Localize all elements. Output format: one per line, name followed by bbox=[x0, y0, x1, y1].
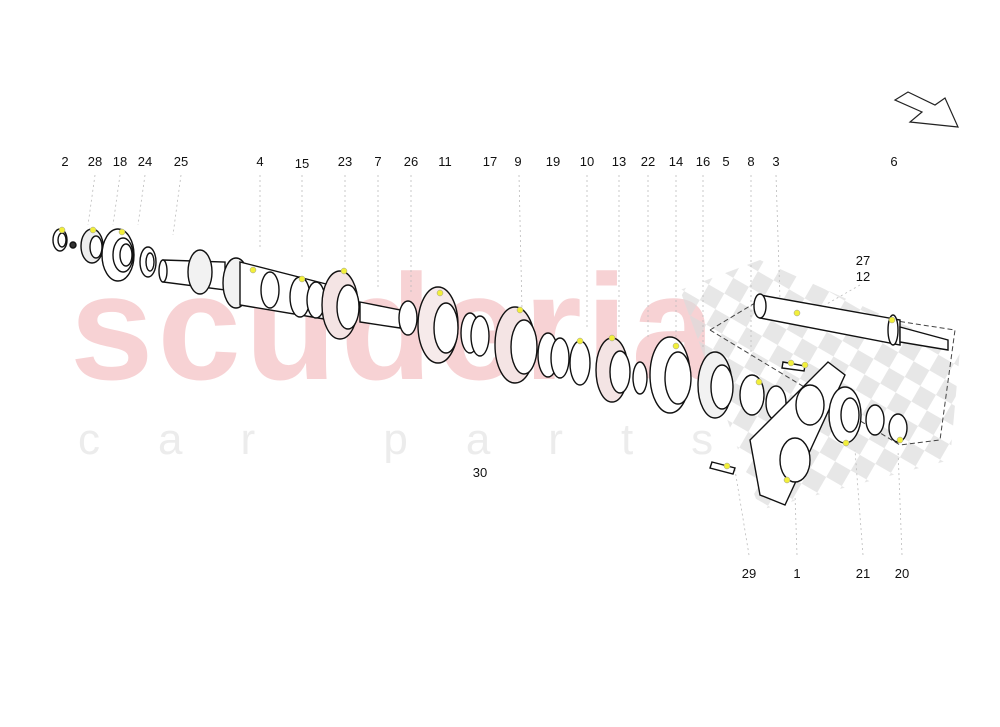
direction-arrow-icon bbox=[893, 91, 959, 128]
callout-25[interactable]: 25 bbox=[173, 154, 189, 169]
leader-lines bbox=[87, 174, 903, 556]
callout-1[interactable]: 1 bbox=[793, 566, 801, 581]
callout-17[interactable]: 17 bbox=[482, 154, 498, 169]
callout-24[interactable]: 24 bbox=[137, 154, 153, 169]
callout-29[interactable]: 29 bbox=[741, 566, 757, 581]
callout-26[interactable]: 26 bbox=[403, 154, 419, 169]
reference-markers bbox=[58, 226, 904, 484]
callout-19[interactable]: 19 bbox=[545, 154, 561, 169]
callout-20[interactable]: 20 bbox=[894, 566, 910, 581]
shaft-parts bbox=[52, 228, 949, 506]
callout-30[interactable]: 30 bbox=[472, 465, 488, 480]
callout-28[interactable]: 28 bbox=[87, 154, 103, 169]
callout-18[interactable]: 18 bbox=[112, 154, 128, 169]
callout-14[interactable]: 14 bbox=[668, 154, 684, 169]
callout-21[interactable]: 21 bbox=[855, 566, 871, 581]
callout-7[interactable]: 7 bbox=[374, 154, 382, 169]
callout-23[interactable]: 23 bbox=[337, 154, 353, 169]
callout-8[interactable]: 8 bbox=[747, 154, 755, 169]
callout-27[interactable]: 27 bbox=[855, 253, 871, 268]
callout-5[interactable]: 5 bbox=[722, 154, 730, 169]
callout-3[interactable]: 3 bbox=[772, 154, 780, 169]
callout-12[interactable]: 12 bbox=[855, 269, 871, 284]
callout-10[interactable]: 10 bbox=[579, 154, 595, 169]
callout-15[interactable]: 15 bbox=[294, 156, 310, 171]
callout-11[interactable]: 11 bbox=[438, 154, 452, 169]
watermark-car-parts: car parts bbox=[78, 415, 772, 464]
callout-9[interactable]: 9 bbox=[514, 154, 522, 169]
callout-22[interactable]: 22 bbox=[640, 154, 656, 169]
callout-4[interactable]: 4 bbox=[256, 154, 264, 169]
callout-16[interactable]: 16 bbox=[695, 154, 711, 169]
callout-2[interactable]: 2 bbox=[61, 154, 69, 169]
callout-13[interactable]: 13 bbox=[611, 154, 627, 169]
callout-6[interactable]: 6 bbox=[890, 154, 898, 169]
